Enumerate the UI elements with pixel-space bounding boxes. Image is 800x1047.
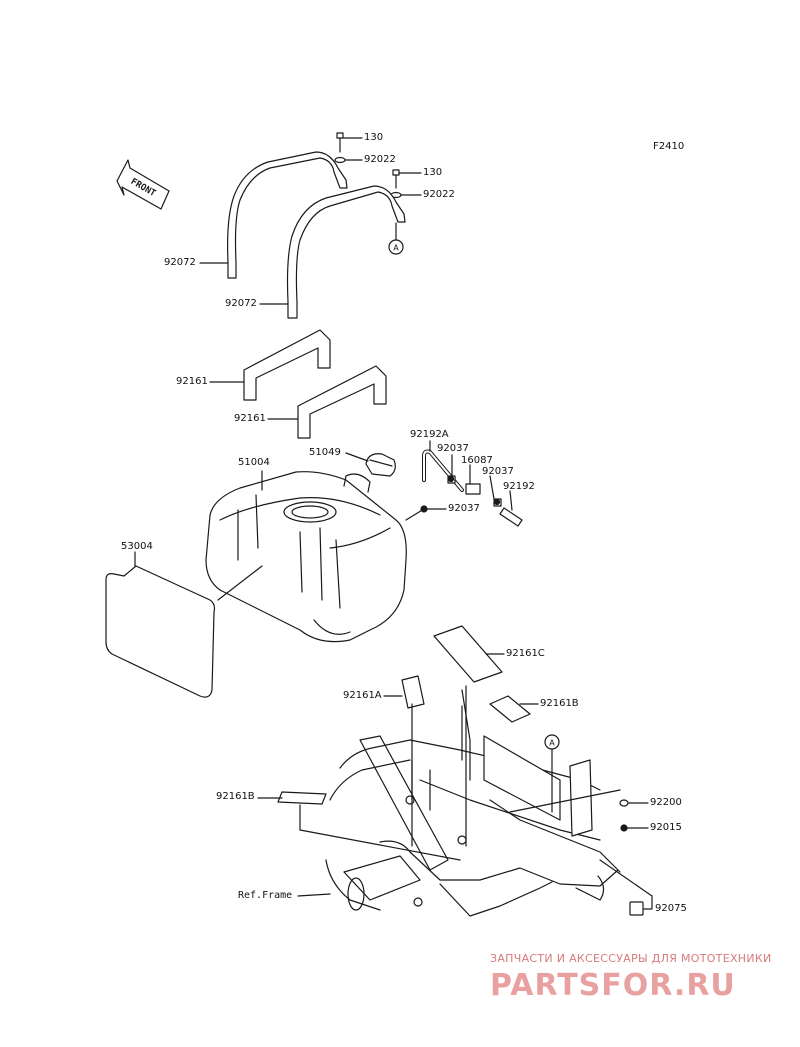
- label-51004: 51004: [238, 457, 270, 468]
- label-16087: 16087: [461, 455, 493, 466]
- front-arrow-icon: [116, 159, 170, 210]
- label-ref-frame: Ref.Frame: [238, 890, 293, 901]
- ref-marker-a-top: A: [393, 244, 399, 253]
- label-92192A: 92192A: [410, 429, 449, 440]
- label-130-upper: 130: [364, 132, 384, 143]
- watermark-caption: ЗАПЧАСТИ И АКСЕССУАРЫ ДЛЯ МОТОТЕХНИКИ: [490, 952, 772, 965]
- cap-92075: [629, 901, 653, 916]
- pad-92161B-right: [489, 695, 539, 723]
- label-92037-b: 92037: [482, 466, 514, 477]
- fuel-cap-51049: [345, 452, 396, 477]
- label-92022-lower: 92022: [423, 189, 455, 200]
- watermark-logo: PARTSFOR.RU: [490, 968, 736, 1003]
- label-92072-front: 92072: [164, 257, 196, 268]
- pad-92161-rear: [267, 365, 387, 439]
- bolt-130-lower: [390, 169, 422, 199]
- pad-92161A: [383, 675, 425, 709]
- tank-band-92072-rear: [259, 185, 406, 319]
- label-92200: 92200: [650, 797, 682, 808]
- label-92161A: 92161A: [343, 690, 382, 701]
- diagram-code: F2410: [653, 141, 685, 152]
- label-92037-c: 92037: [448, 503, 480, 514]
- label-53004: 53004: [121, 541, 153, 552]
- label-92075: 92075: [655, 903, 687, 914]
- label-130-lower: 130: [423, 167, 443, 178]
- label-92161B-right: 92161B: [540, 698, 579, 709]
- label-92161-rear: 92161: [234, 413, 266, 424]
- label-51049: 51049: [309, 447, 341, 458]
- label-92161-front: 92161: [176, 376, 208, 387]
- pad-92161-front: [209, 329, 331, 401]
- bolt-130-upper: [334, 132, 363, 164]
- pad-92161C: [433, 625, 505, 683]
- label-92015: 92015: [650, 822, 682, 833]
- tank-band-92072-front: [199, 151, 348, 279]
- fuel-tank-51004: [205, 470, 407, 643]
- breather-hose-92192A: [422, 440, 464, 492]
- collar-92200: [619, 799, 649, 807]
- label-92037-a: 92037: [437, 443, 469, 454]
- frame-outline: [297, 685, 653, 917]
- label-92192: 92192: [503, 481, 535, 492]
- label-92161B-left: 92161B: [216, 791, 255, 802]
- pad-92161B-left: [257, 791, 327, 805]
- ref-marker-a-frame: A: [549, 739, 555, 748]
- guard-plate-53004: [105, 551, 216, 698]
- clamps-and-fitting: [447, 454, 523, 527]
- clamp-92037-lower: [405, 505, 447, 521]
- label-92022-upper: 92022: [364, 154, 396, 165]
- label-92161C: 92161C: [506, 648, 545, 659]
- nut-92015: [620, 824, 649, 832]
- label-92072-rear: 92072: [225, 298, 257, 309]
